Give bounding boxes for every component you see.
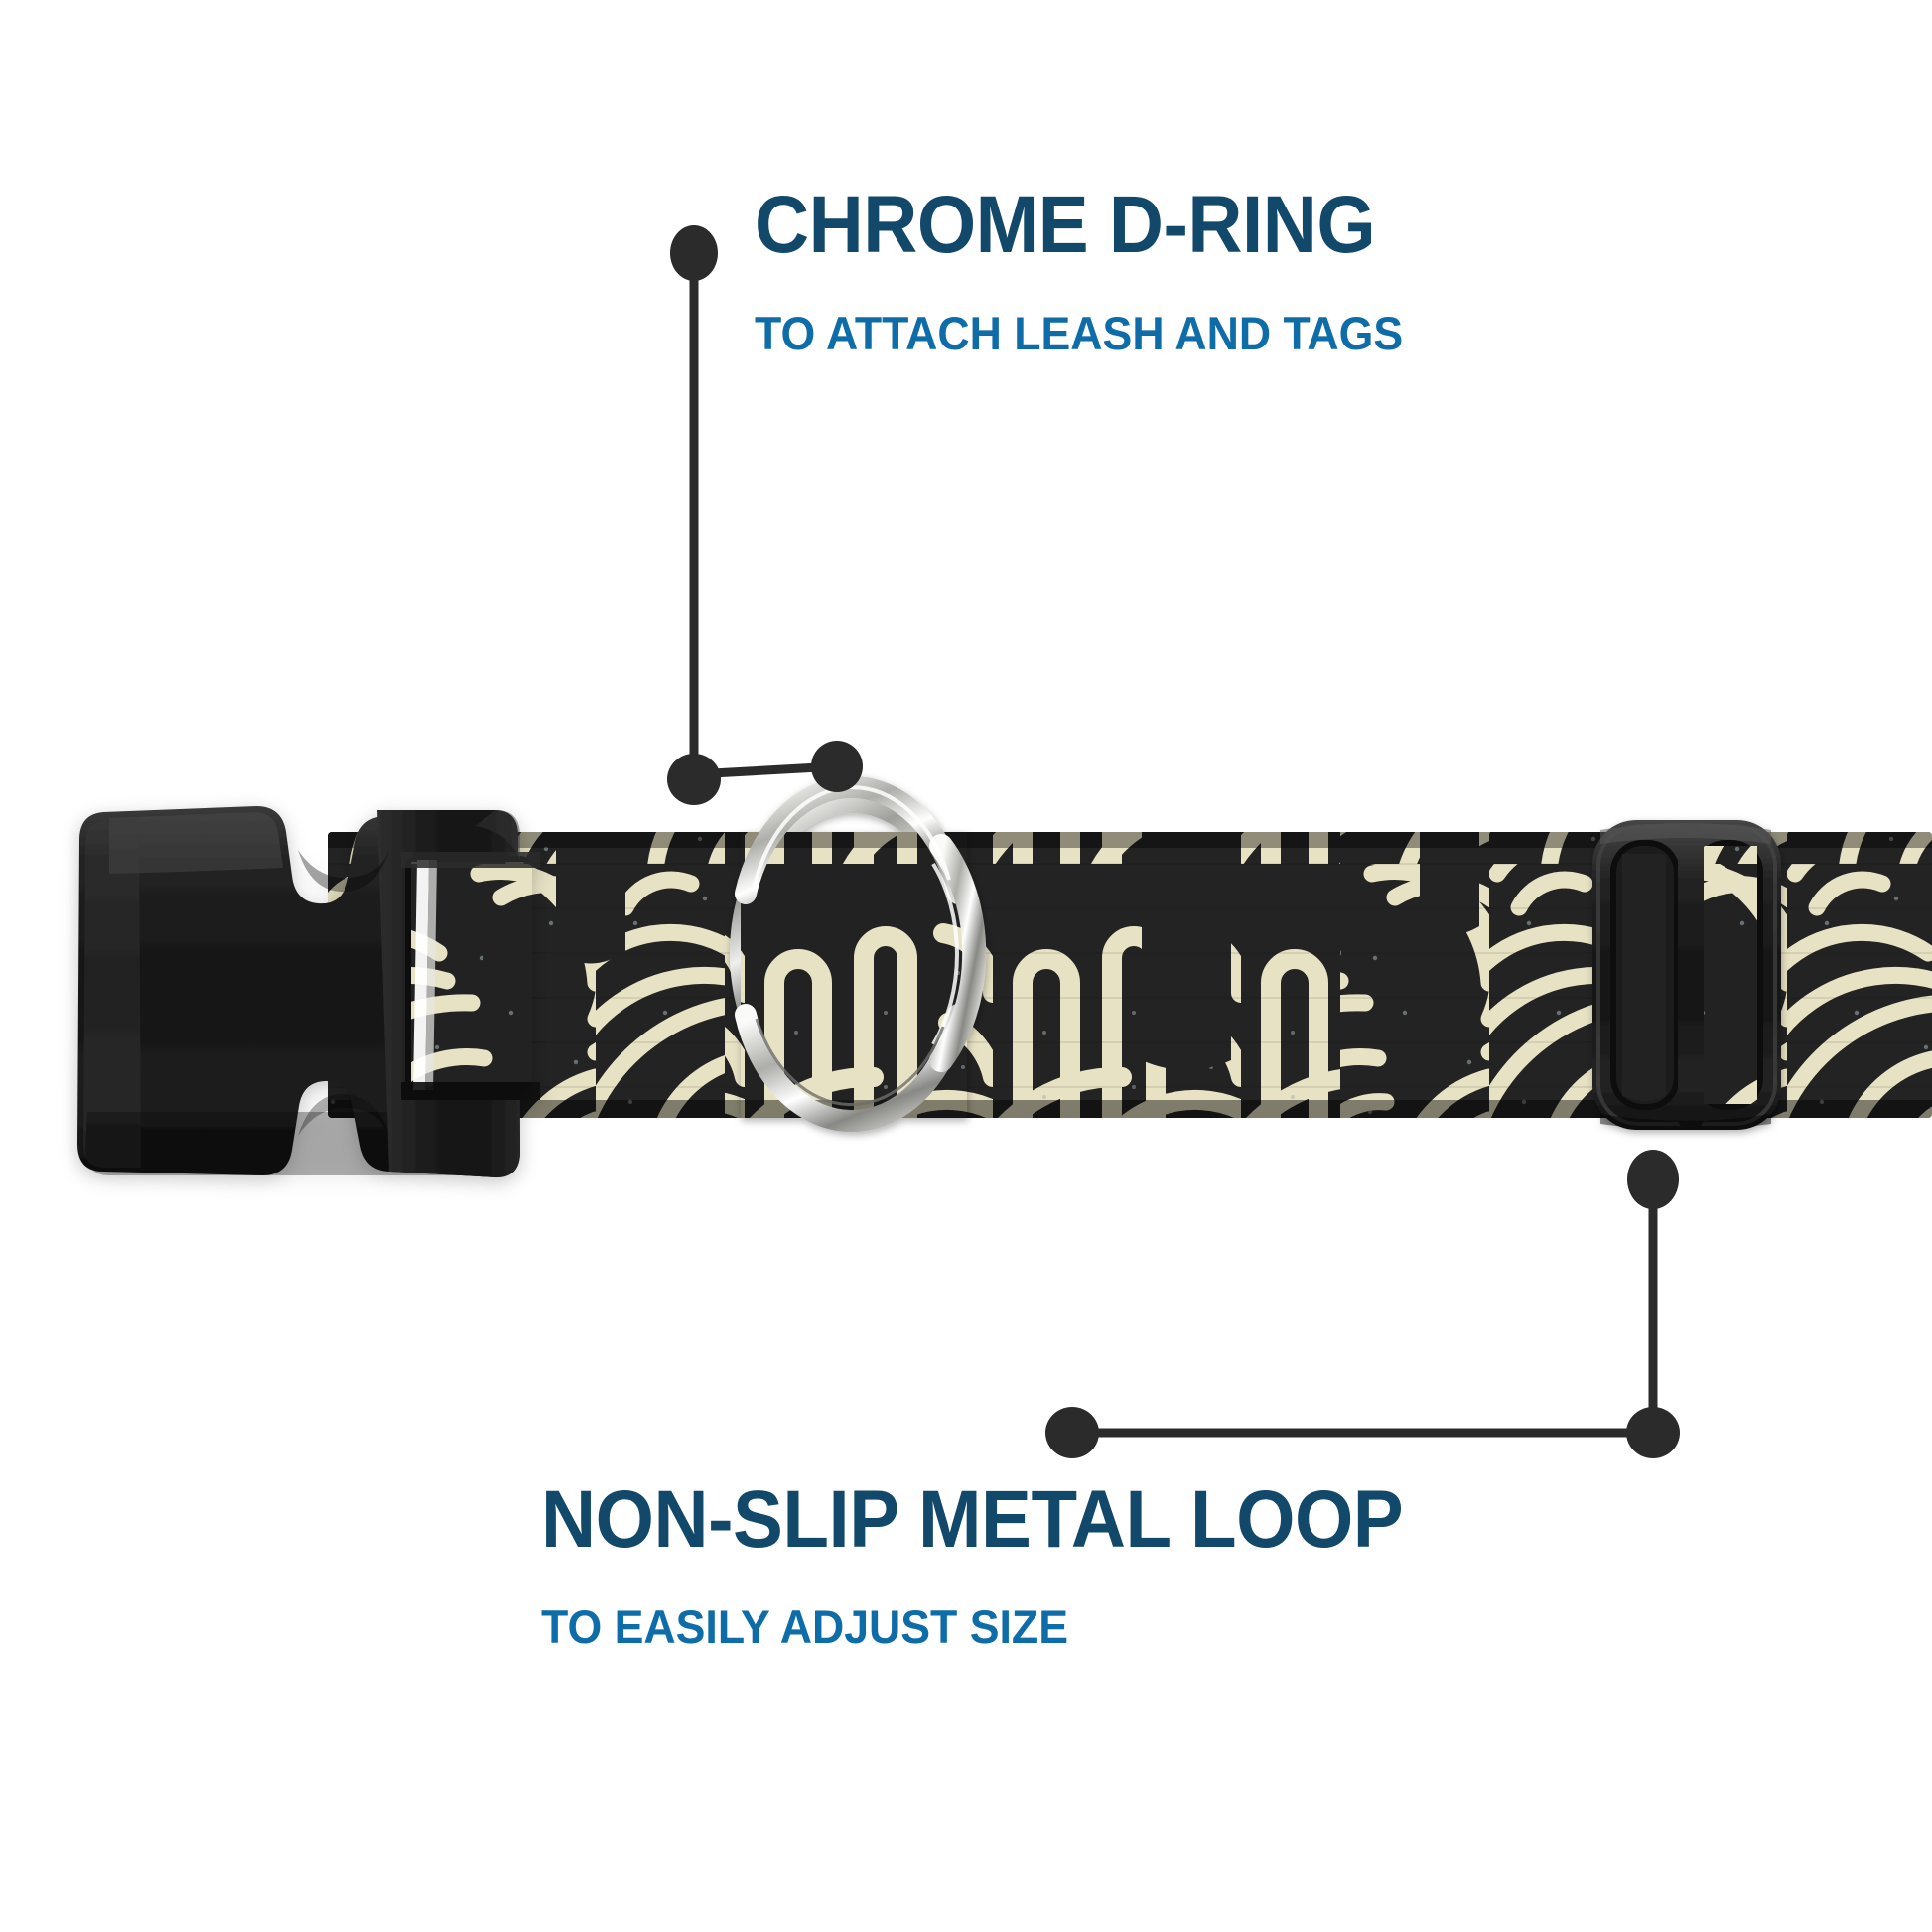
chrome-d-ring [730, 775, 987, 1133]
callout-title-chrome-d-ring: CHROME D-RING [755, 180, 1376, 270]
callout-subtitle-non-slip-metal-loop: TO EASILY ADJUST SIZE [541, 1600, 1068, 1653]
metal-slider-loop [1592, 820, 1781, 1130]
callout-title-non-slip-metal-loop: NON-SLIP METAL LOOP [541, 1474, 1404, 1565]
side-release-buckle [77, 806, 540, 1177]
callout-subtitle-chrome-d-ring: TO ATTACH LEASH AND TAGS [755, 307, 1404, 359]
